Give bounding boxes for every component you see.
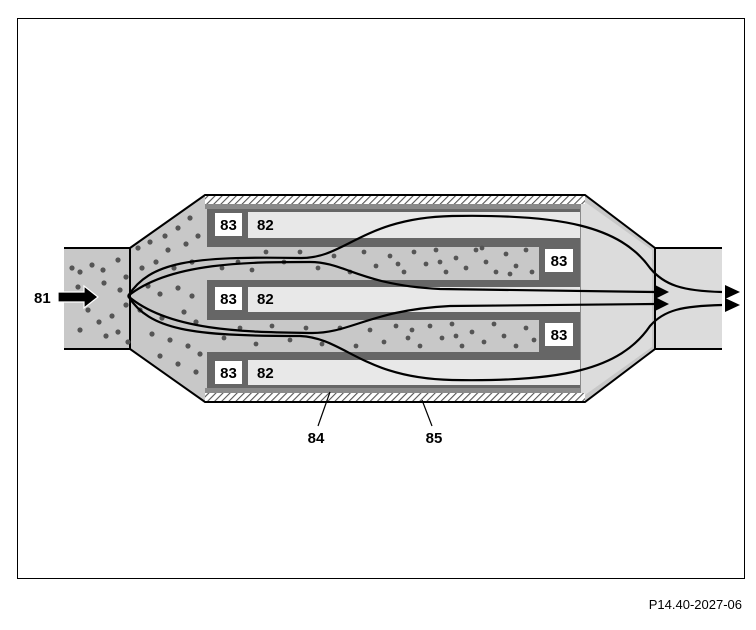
plug-label: 83	[220, 217, 237, 234]
flow-path-upper	[127, 214, 723, 297]
plug-label: 83	[551, 327, 568, 344]
plug-label: 83	[220, 365, 237, 382]
outlet-cone	[580, 202, 652, 395]
channel-label: 82	[257, 365, 274, 382]
flow-path-middle-upper	[127, 260, 656, 297]
inlet-arrow-icon	[57, 284, 99, 310]
figure-reference-code: P14.40-2027-06	[648, 597, 742, 612]
housing-leader-line	[421, 399, 433, 427]
channel-label: 82	[257, 217, 274, 234]
channel-label: 82	[257, 291, 274, 308]
insulation-leader-line	[317, 391, 331, 427]
plug-label: 83	[220, 291, 237, 308]
housing-label: 85	[426, 430, 443, 447]
arrowhead-icon	[725, 298, 740, 312]
outlet-channel-3	[248, 360, 580, 385]
insulation-mat-top	[205, 204, 580, 209]
housing-wall-bottom	[205, 393, 585, 401]
outlet-channel-1	[248, 212, 580, 238]
housing-wall-top	[205, 196, 585, 204]
inlet-label: 81	[34, 290, 51, 307]
flow-path-lower	[127, 295, 723, 382]
arrowhead-icon	[655, 297, 669, 311]
insulation-label: 84	[308, 430, 325, 447]
insulation-mat-bottom	[205, 388, 580, 393]
arrowhead-icon	[655, 285, 669, 299]
arrowhead-icon	[725, 285, 740, 299]
flow-path-middle-lower	[127, 295, 656, 335]
exhaust-flow-lines	[127, 214, 723, 382]
plug-label: 83	[551, 253, 568, 270]
